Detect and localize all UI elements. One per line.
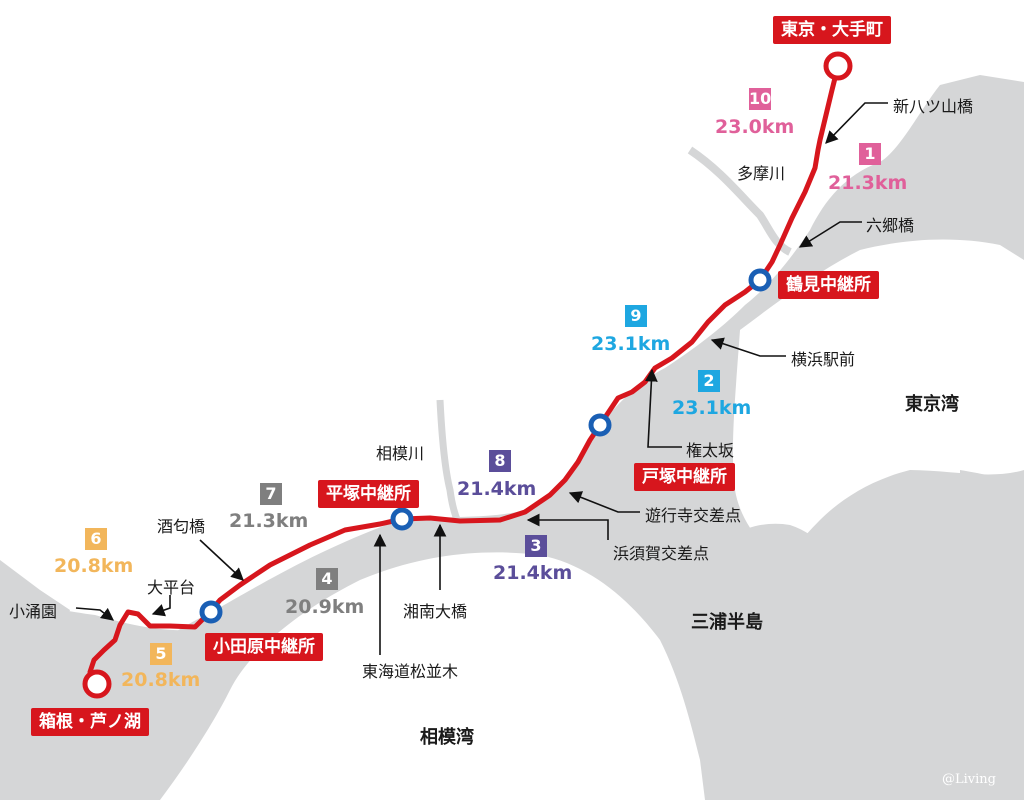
landmark-kowakien: 小涌園 bbox=[9, 602, 58, 621]
section-distance-10: 23.0km bbox=[715, 116, 795, 138]
relay-label-odawara: 小田原中継所 bbox=[205, 633, 323, 661]
arrow-yugyoji bbox=[568, 491, 640, 513]
section-badge-4: 4 bbox=[316, 568, 338, 590]
sagami-bay-water bbox=[160, 552, 705, 800]
land-boso bbox=[940, 470, 1024, 800]
landmark-tamagawa: 多摩川 bbox=[737, 164, 786, 183]
arrow-shin-yatsuyama bbox=[825, 102, 888, 144]
region-tokyo-bay: 東京湾 bbox=[905, 394, 959, 415]
relay-marker-tsurumi bbox=[748, 268, 772, 292]
relay-marker-hiratsuka bbox=[390, 507, 414, 531]
landmark-shin-yatsuyama: 新八ツ山橋 bbox=[893, 97, 974, 116]
section-distance-8: 21.4km bbox=[457, 478, 537, 500]
start-marker bbox=[823, 51, 853, 81]
river-sagamigawa bbox=[436, 399, 462, 524]
relay-marker-totsuka bbox=[588, 413, 612, 437]
section-distance-1: 21.3km bbox=[828, 172, 908, 194]
landmark-yokohama: 横浜駅前 bbox=[791, 350, 856, 369]
section-badge-5: 5 bbox=[150, 643, 172, 665]
relay-label-tsurumi: 鶴見中継所 bbox=[778, 271, 879, 299]
relay-label-hiratsuka: 平塚中継所 bbox=[318, 480, 419, 508]
landmark-yugyoji: 遊行寺交差点 bbox=[645, 506, 742, 525]
relay-marker-odawara bbox=[199, 600, 223, 624]
goal-marker bbox=[82, 669, 112, 699]
section-badge-8: 8 bbox=[489, 450, 511, 472]
section-badge-7: 7 bbox=[260, 483, 282, 505]
section-distance-7: 21.3km bbox=[229, 510, 309, 532]
section-badge-6: 6 bbox=[85, 528, 107, 550]
section-badge-10: 10 bbox=[749, 88, 772, 110]
landmark-rokugo: 六郷橋 bbox=[866, 216, 915, 235]
arrow-ohiradai bbox=[151, 595, 171, 617]
arrow-kowakien bbox=[75, 607, 115, 621]
tokyo-bay-water bbox=[732, 239, 1024, 561]
section-badge-3: 3 bbox=[525, 535, 547, 557]
arrow-gontazaka bbox=[645, 368, 682, 448]
landmark-sagamigawa: 相模川 bbox=[376, 444, 425, 463]
landmark-sakawa: 酒匂橋 bbox=[157, 517, 206, 536]
section-badge-2: 2 bbox=[698, 370, 720, 392]
land-izu bbox=[0, 560, 70, 740]
landmark-hamasuka: 浜須賀交差点 bbox=[613, 544, 710, 563]
landmark-gontazaka: 権太坂 bbox=[686, 441, 735, 460]
section-distance-3: 21.4km bbox=[493, 562, 573, 584]
landmark-shonan: 湘南大橋 bbox=[403, 602, 468, 621]
arrow-hamasuka bbox=[526, 513, 609, 540]
river-tamagawa bbox=[687, 146, 792, 256]
section-distance-9: 23.1km bbox=[591, 333, 671, 355]
landmark-ohiradai: 大平台 bbox=[147, 578, 196, 597]
credit-watermark: @Living bbox=[942, 772, 996, 787]
section-badge-9: 9 bbox=[625, 305, 647, 327]
section-badge-1: 1 bbox=[859, 143, 881, 165]
section-distance-4: 20.9km bbox=[285, 596, 365, 618]
landmark-tokaido: 東海道松並木 bbox=[362, 662, 459, 681]
section-distance-6: 20.8km bbox=[54, 555, 134, 577]
relay-label-totsuka: 戸塚中継所 bbox=[634, 463, 735, 491]
region-miura: 三浦半島 bbox=[691, 612, 763, 633]
region-sagami-bay: 相模湾 bbox=[420, 727, 474, 748]
goal-label: 箱根・芦ノ湖 bbox=[31, 708, 149, 736]
section-distance-2: 23.1km bbox=[672, 397, 752, 419]
land-miura bbox=[700, 523, 855, 724]
arrow-sakawa bbox=[199, 539, 244, 581]
arrow-yokohama bbox=[710, 337, 786, 357]
route-line bbox=[87, 63, 841, 687]
arrow-rokugo bbox=[798, 221, 862, 248]
start-label: 東京・大手町 bbox=[773, 16, 891, 44]
section-distance-5: 20.8km bbox=[121, 669, 201, 691]
